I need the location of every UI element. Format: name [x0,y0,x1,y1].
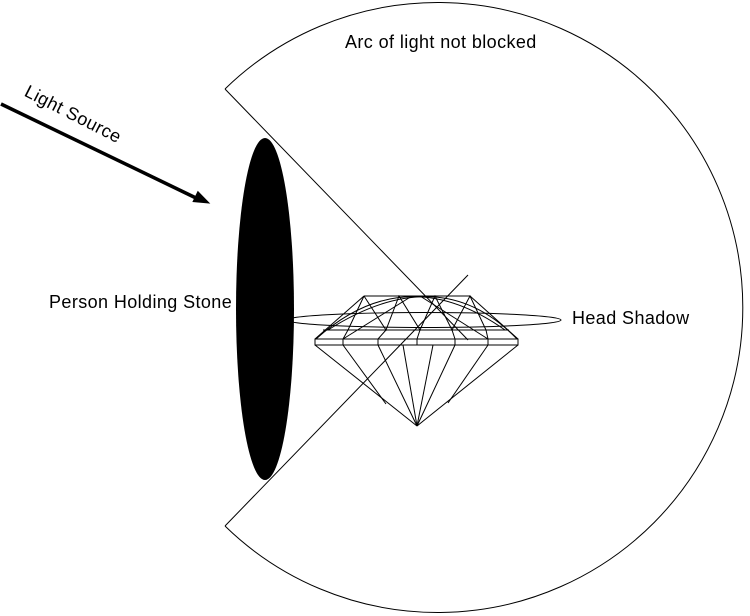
arrow-head-icon [192,190,211,204]
crown-arc-left [315,296,506,340]
pavilion-main-right [416,344,456,427]
light-source-arrow [0,102,211,204]
bezel-facets [342,329,489,340]
light-arc [224,2,744,613]
arc-of-light-label: Arc of light not blocked [345,32,537,52]
pavilion-edge-right [416,344,519,427]
pavilion-main-left [377,344,418,427]
star-facets [347,294,487,332]
head-shadow-label: Head Shadow [572,308,690,328]
pavilion-edge-left [314,344,418,427]
diamond-wireframe [314,294,519,427]
pavilion-center-left [402,344,418,427]
girdle-ticks [342,339,489,345]
arrow-shaft [0,102,197,200]
lower-girdle-facet-right [447,344,489,404]
arc-upper-edge-line [224,88,469,341]
arc-lower-edge-line [224,274,469,527]
pavilion-center-right [416,344,434,427]
arc-of-light-group [224,2,744,613]
person-holding-stone-label: Person Holding Stone [49,292,233,312]
person-head-silhouette [236,138,294,480]
head-shadow-ellipse [286,312,562,328]
lower-girdle-facet-left [342,344,387,405]
crown-edge-left [314,295,365,340]
